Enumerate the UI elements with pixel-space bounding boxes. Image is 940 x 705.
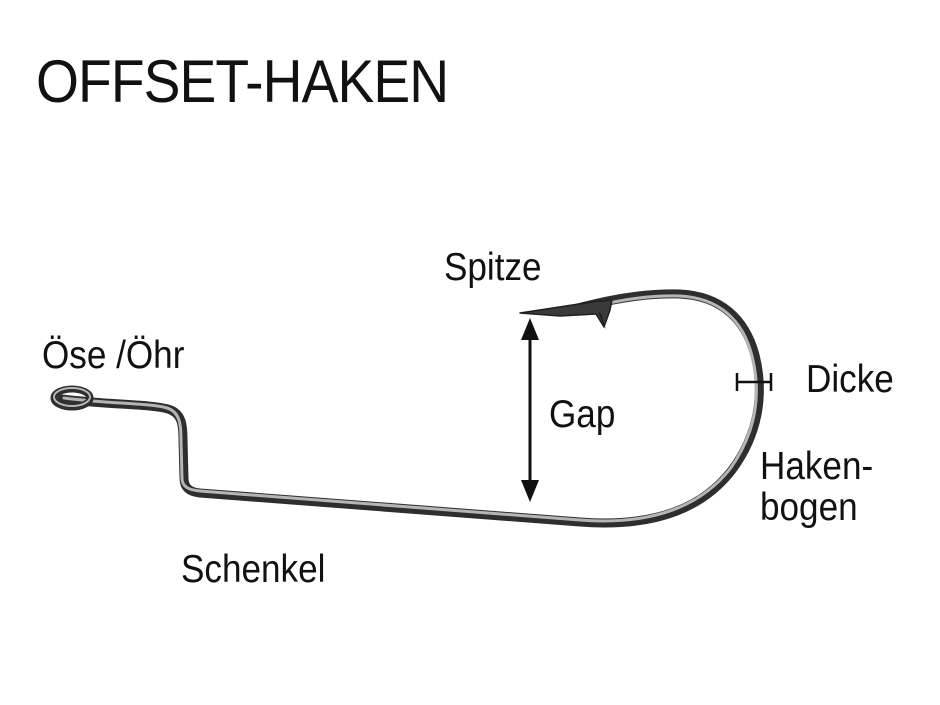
label-tip: Spitze <box>444 246 542 289</box>
hook-wire-highlight <box>62 294 758 523</box>
diagram-title: OFFSET-HAKEN <box>36 48 449 115</box>
label-bend: Haken- bogen <box>760 445 874 529</box>
gap-arrow-head-bottom <box>521 480 539 502</box>
label-bend-line1: Haken- <box>760 445 874 488</box>
hook-eye-highlight <box>53 387 91 407</box>
label-bend-line2: bogen <box>760 485 858 529</box>
hook-barb <box>598 312 606 330</box>
label-thickness: Dicke <box>806 358 894 401</box>
gap-arrow-head-top <box>521 318 539 340</box>
label-shank: Schenkel <box>181 548 326 591</box>
hook-point <box>519 299 613 328</box>
label-gap: Gap <box>549 393 616 436</box>
label-eye: Öse /Öhr <box>42 334 185 377</box>
